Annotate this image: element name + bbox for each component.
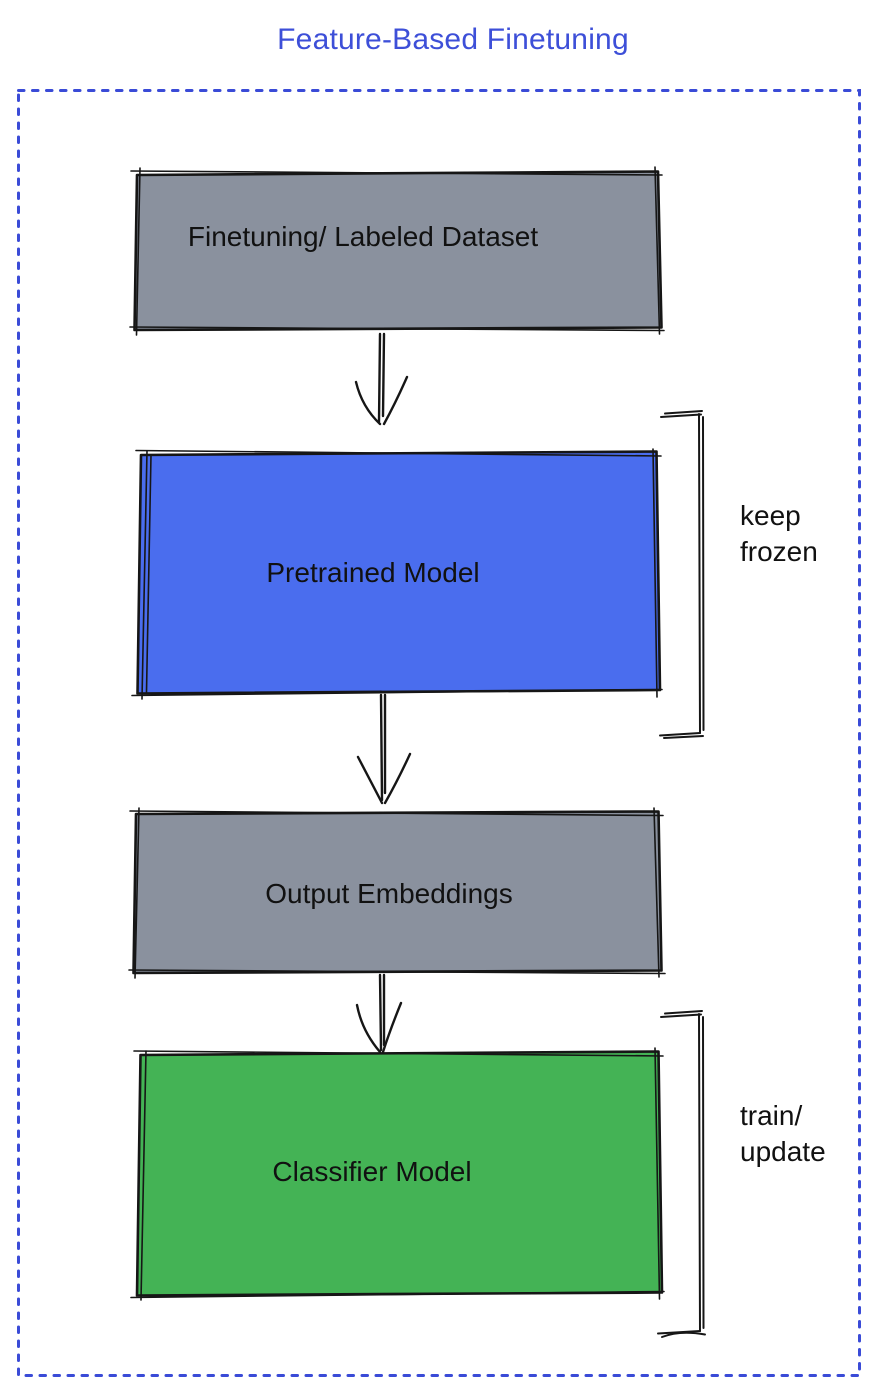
- node-classifier-model-label: Classifier Model: [272, 1156, 472, 1187]
- node-output-embeddings-box: [128, 807, 666, 979]
- node-classifier-model-box: [130, 1047, 665, 1301]
- train-update-annotation: train/ update: [740, 1100, 826, 1168]
- dotted-frame-border: [17, 89, 861, 1377]
- arrow-down-2: [356, 693, 412, 805]
- node-pretrained-model-box: [131, 448, 663, 700]
- train-update-bracket: [657, 1010, 706, 1338]
- diagram-title: Feature-Based Finetuning: [277, 23, 629, 56]
- node-pretrained-model-label: Pretrained Model: [266, 557, 480, 588]
- keep-frozen-bracket: [659, 410, 705, 739]
- node-output-embeddings-label: Output Embeddings: [265, 878, 513, 909]
- keep-frozen-annotation: keep frozen: [740, 500, 818, 568]
- node-finetuning-dataset-box: [129, 166, 665, 336]
- arrow-down-1: [354, 332, 409, 426]
- node-finetuning-dataset-label: Finetuning/ Labeled Dataset: [187, 221, 539, 252]
- arrow-down-3: [355, 973, 403, 1054]
